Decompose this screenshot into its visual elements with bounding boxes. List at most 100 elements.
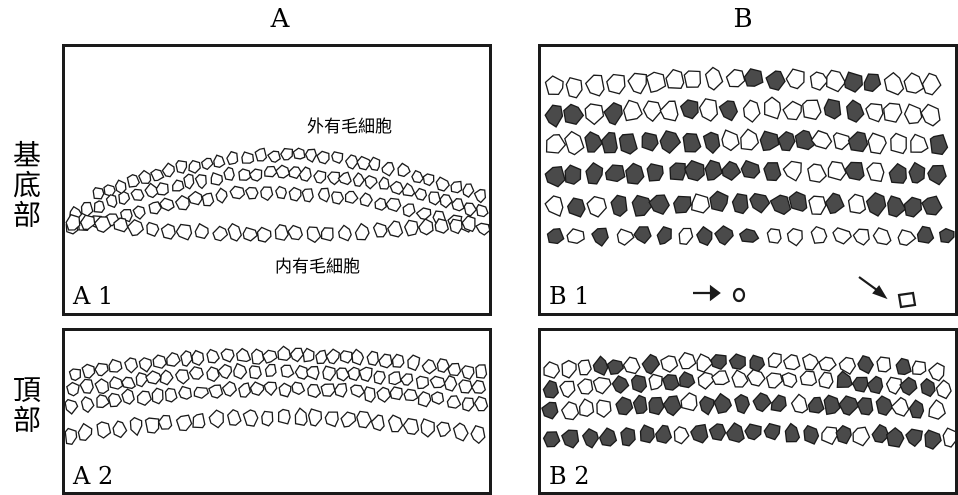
lost-hair-cell (868, 376, 883, 393)
hair-cell (403, 204, 415, 217)
hair-cell (352, 349, 363, 364)
hair-cell (369, 157, 380, 170)
hair-cell (398, 163, 410, 176)
hair-cell (379, 177, 389, 189)
hair-cell (578, 360, 591, 375)
hair-cell (265, 167, 277, 177)
hair-cell (471, 426, 485, 444)
lost-hair-cell (764, 424, 780, 440)
hair-cell (853, 427, 869, 446)
hair-cell (146, 371, 161, 384)
hair-cell (196, 175, 207, 189)
lost-hair-cell (714, 394, 731, 414)
lost-hair-cell (664, 396, 681, 416)
hair-cell (341, 412, 356, 427)
hair-cell (173, 180, 184, 191)
hair-cell (139, 171, 151, 184)
hair-cell (929, 363, 944, 381)
hair-cell (401, 374, 413, 385)
hair-cell (346, 192, 358, 204)
hair-cell (326, 349, 339, 364)
hair-cell (448, 364, 461, 376)
panel-a1: 外有毛細胞 内有毛細胞 A 1 (62, 44, 492, 316)
hair-cell (450, 219, 462, 233)
lost-hair-cell (876, 396, 892, 415)
hair-cell (451, 182, 462, 193)
hair-cell (360, 193, 372, 206)
hair-cell (437, 422, 450, 436)
hair-cell (319, 188, 330, 202)
hair-cell (800, 371, 816, 385)
isolated-cell-icon (899, 293, 915, 307)
hair-cell (379, 354, 392, 368)
hair-cell (228, 410, 241, 425)
hair-cell (357, 411, 372, 427)
panel-a2: A 2 (62, 328, 492, 495)
hair-cell (145, 183, 158, 197)
hair-cell (463, 184, 474, 197)
lost-hair-cell (641, 425, 655, 443)
hair-cell (193, 414, 205, 428)
hair-cell (697, 354, 712, 372)
hair-cell (95, 364, 108, 376)
lost-hair-cell (824, 395, 840, 414)
hair-cell (359, 367, 372, 381)
hair-cell (221, 349, 234, 362)
hair-cell (767, 373, 783, 388)
hair-cell (792, 394, 808, 412)
hair-cell (218, 365, 231, 379)
hair-cell (421, 419, 434, 437)
column-header-b: B (713, 4, 773, 34)
hair-cell (386, 198, 400, 211)
hair-cell (97, 395, 109, 408)
hair-cell (82, 397, 94, 412)
hair-cell (476, 223, 489, 235)
hair-cell (242, 152, 254, 163)
hair-cell (167, 353, 180, 367)
hair-cell (337, 368, 349, 381)
hair-cell (293, 148, 304, 159)
hair-cell (176, 370, 189, 384)
hair-cell (276, 165, 289, 178)
hair-cell (127, 175, 139, 187)
hair-cell (251, 382, 264, 395)
hair-cell (307, 227, 320, 242)
hair-cell (339, 225, 352, 240)
hair-cell (562, 402, 579, 420)
hair-cell (681, 393, 697, 411)
hair-cell (440, 195, 452, 208)
lost-hair-cell (925, 430, 941, 449)
hair-cell (803, 354, 819, 370)
hair-cell (162, 224, 176, 239)
hair-cell (194, 387, 208, 398)
hair-cell (146, 418, 159, 433)
lost-hair-cell (711, 355, 726, 370)
hair-cell (156, 183, 168, 195)
hair-cell (176, 196, 190, 210)
hair-cell (295, 408, 307, 425)
b1-arrow-indicators (541, 47, 955, 313)
hair-cell (288, 226, 302, 240)
lost-hair-cell (750, 355, 764, 372)
hair-cell (308, 385, 321, 398)
hair-cell (323, 366, 335, 380)
hair-cell (261, 187, 273, 200)
hair-cell (130, 418, 141, 436)
hair-cell (593, 378, 611, 394)
lost-hair-cell (710, 424, 726, 440)
a2-cell-drawing (65, 331, 489, 492)
hair-cell (580, 399, 594, 416)
panel-label-a2: A 2 (71, 463, 115, 489)
panel-b1: B 1 (538, 44, 958, 316)
hair-cell (302, 189, 313, 202)
hair-cell (661, 356, 678, 372)
lost-hair-cell (771, 395, 786, 411)
hair-cell (353, 173, 364, 186)
panel-b2: B 2 (538, 328, 958, 495)
hair-cell (97, 422, 110, 438)
hair-cell (335, 384, 347, 397)
hair-cell (214, 155, 225, 167)
hair-cell (291, 348, 304, 361)
hair-cell (295, 366, 308, 379)
hair-cell (133, 206, 145, 219)
